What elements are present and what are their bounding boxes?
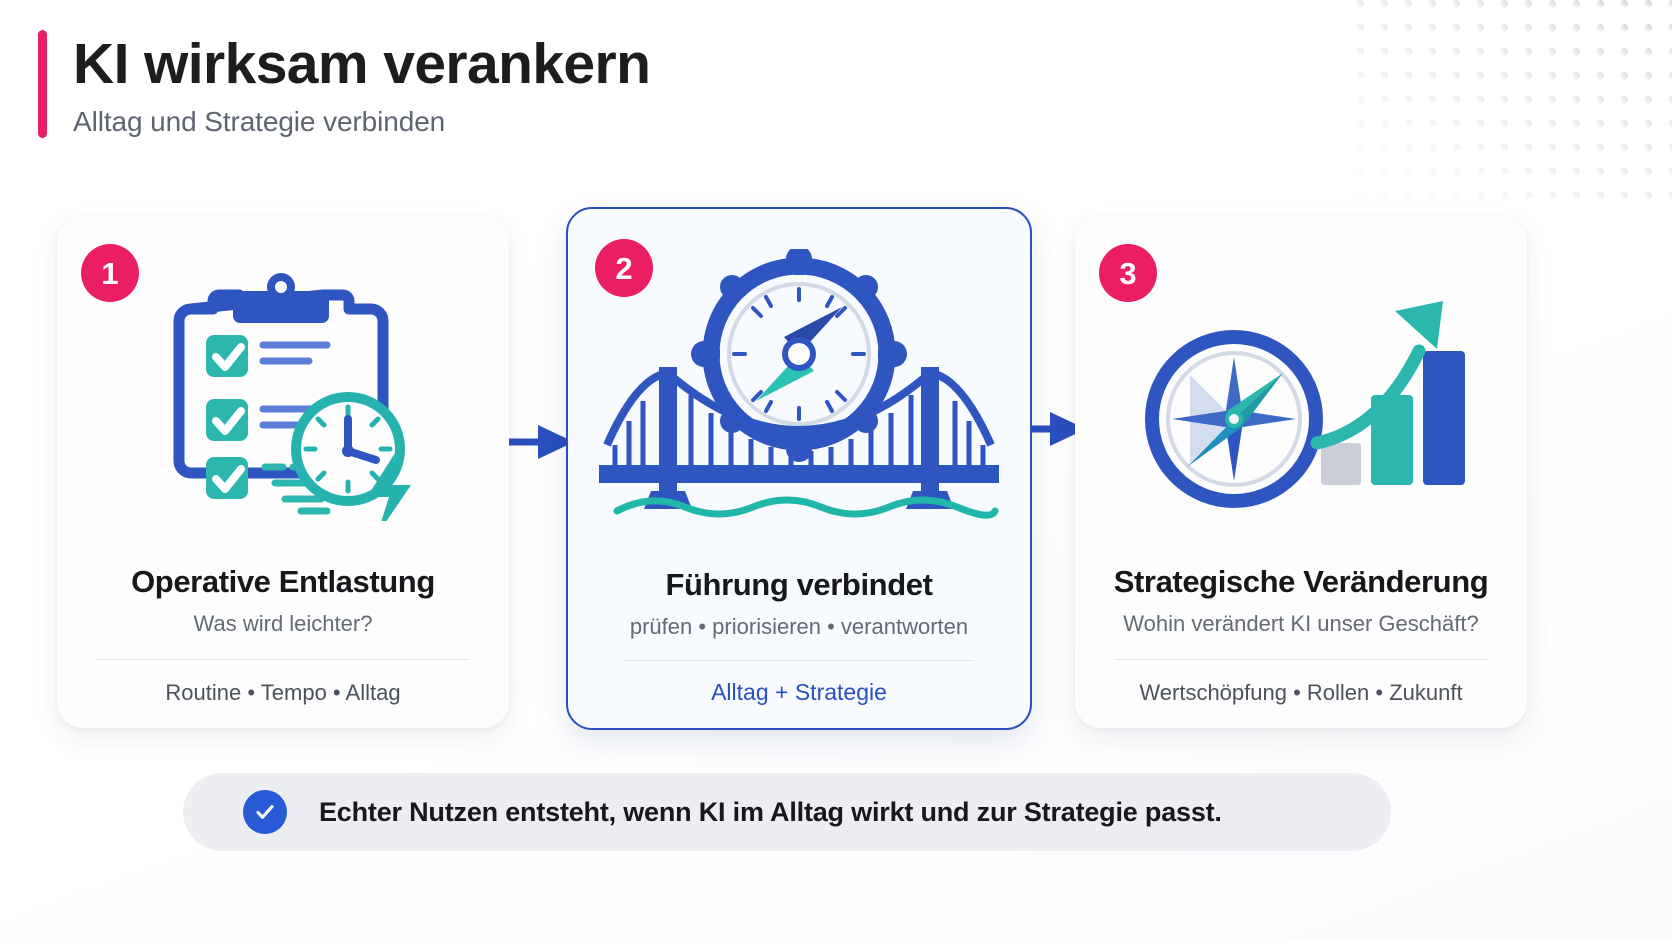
card-title: Operative Entlastung [131, 564, 435, 599]
card-operative-entlastung[interactable]: 1 [57, 216, 509, 728]
summary-banner-text: Echter Nutzen entsteht, wenn KI im Allta… [319, 796, 1222, 827]
page-subtitle: Alltag und Strategie verbinden [73, 106, 446, 138]
card-title: Strategische Veränderung [1113, 564, 1489, 599]
card-tags: Wertschöpfung • Rollen • Zukunft [1139, 680, 1463, 705]
check-circle-icon [243, 790, 287, 834]
card-subtitle: Wohin verändert KI unser Geschäft? [1123, 611, 1479, 636]
card-step-badge: 3 [1099, 244, 1157, 302]
card-subtitle: prüfen • priorisieren • verantworten [629, 614, 969, 639]
card-tags: Alltag + Strategie [711, 679, 887, 705]
clipboard-clock-icon [57, 262, 509, 530]
card-strategische-veraenderung[interactable]: 3 [1075, 216, 1527, 728]
card-divider [624, 660, 974, 661]
card-divider [1115, 659, 1487, 660]
card-step-badge: 2 [595, 239, 653, 297]
page-header: KI wirksam verankern Alltag und Strategi… [38, 30, 651, 139]
compass-rose-growth-chart-icon [1075, 262, 1527, 530]
accent-bar [38, 30, 47, 139]
summary-banner: Echter Nutzen entsteht, wenn KI im Allta… [183, 773, 1391, 851]
card-tags: Routine • Tempo • Alltag [165, 680, 401, 705]
page-title: KI wirksam verankern [73, 32, 651, 96]
card-divider [97, 659, 469, 660]
compass-bridge-icon [568, 249, 1030, 529]
halftone-dots-decoration [1348, 0, 1672, 207]
card-step-badge: 1 [81, 244, 139, 302]
cards-row: 1 [0, 207, 1672, 737]
card-title: Führung verbindet [665, 567, 933, 602]
card-fuehrung-verbindet[interactable]: 2 [566, 207, 1032, 730]
card-subtitle: Was wird leichter? [193, 611, 373, 636]
